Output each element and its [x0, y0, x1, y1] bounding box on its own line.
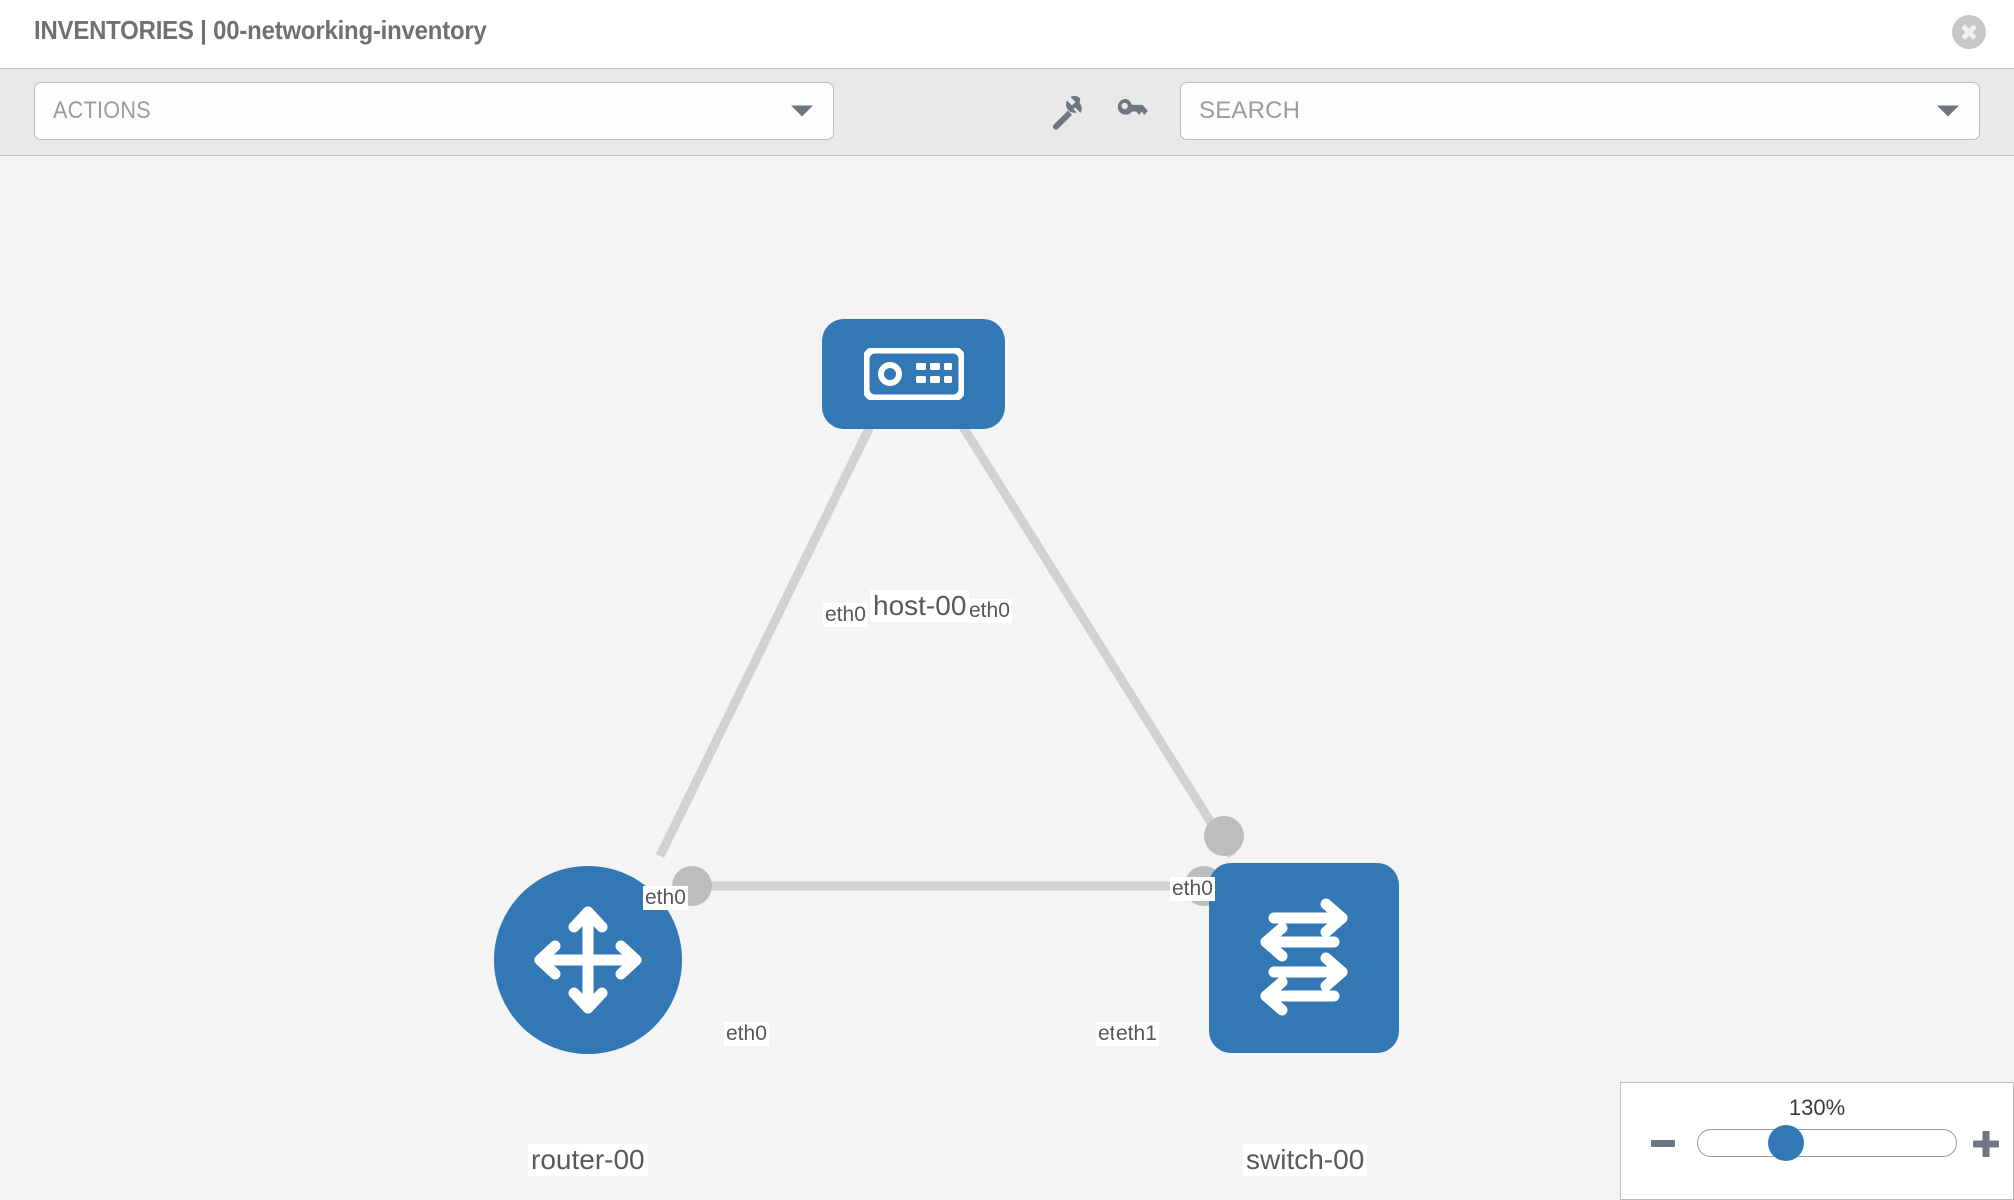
node-switch-00[interactable] [1209, 863, 1399, 1053]
zoom-control-panel: 130% [1620, 1082, 2014, 1200]
topology-canvas[interactable]: eth0 eth0 eth0 eth0 eth0 eth0 eth1 host-… [0, 156, 2014, 1200]
wrench-icon[interactable] [1046, 92, 1086, 132]
node-host-00[interactable] [822, 319, 1005, 429]
page-title: INVENTORIES | 00-networking-inventory [34, 15, 487, 45]
zoom-slider-track[interactable] [1697, 1129, 1957, 1157]
node-label-router-00: router-00 [528, 1144, 648, 1177]
edge-label-switch-up: eth0 [1170, 877, 1215, 902]
switch-arrows-icon [1260, 898, 1348, 1016]
link-host-router [655, 404, 885, 858]
toolbar: ACTIONS SEARCH [0, 68, 2014, 156]
page-header: INVENTORIES | 00-networking-inventory [0, 0, 2014, 68]
topology-links [655, 403, 1236, 891]
edge-label-router-up: eth0 [643, 886, 688, 911]
search-placeholder: SEARCH [1199, 97, 1301, 124]
zoom-slider-thumb[interactable] [1768, 1125, 1804, 1161]
edge-label-host-left: eth0 [823, 603, 868, 628]
port-switch-top[interactable] [1204, 816, 1244, 856]
edge-label-router-right: eth0 [724, 1022, 769, 1047]
zoom-level-value: 130% [1788, 1095, 1846, 1120]
search-input[interactable]: SEARCH [1180, 82, 1980, 140]
router-arrows-icon [534, 906, 642, 1014]
server-icon [863, 348, 964, 400]
close-icon[interactable] [1952, 15, 1986, 49]
actions-dropdown[interactable]: ACTIONS [34, 82, 834, 140]
edge-label-switch-left-eth1: eth1 [1114, 1022, 1159, 1047]
edge-label-host-right: eth0 [967, 599, 1012, 624]
actions-dropdown-label: ACTIONS [53, 97, 151, 124]
chevron-down-icon [791, 105, 813, 117]
zoom-in-button[interactable] [1973, 1131, 1999, 1157]
node-label-host-00: host-00 [870, 590, 970, 623]
chevron-down-icon[interactable] [1937, 105, 1959, 117]
node-label-switch-00: switch-00 [1243, 1144, 1368, 1177]
link-host-switch [946, 403, 1236, 859]
zoom-out-button[interactable] [1651, 1140, 1675, 1147]
key-icon[interactable] [1112, 92, 1152, 132]
